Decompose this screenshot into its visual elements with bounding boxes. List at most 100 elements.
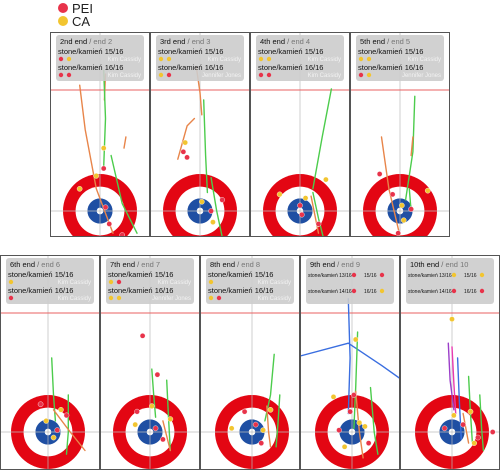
end-title: 3rd end / end 3 bbox=[160, 37, 210, 46]
stone bbox=[330, 394, 337, 400]
shot-stone-marker bbox=[8, 279, 14, 285]
stone bbox=[184, 154, 190, 161]
shot-stone-marker bbox=[451, 288, 457, 294]
shot-label: stone/kamień 13/16 bbox=[308, 273, 352, 279]
stone bbox=[132, 421, 138, 428]
stone bbox=[451, 412, 457, 419]
stone-path bbox=[355, 390, 364, 459]
end-label-box bbox=[106, 258, 194, 304]
shot-stone-marker bbox=[358, 72, 364, 78]
stone bbox=[154, 371, 161, 378]
shot-stone-marker bbox=[116, 295, 122, 301]
end-title-sep: / bbox=[87, 37, 93, 46]
shot-stone-marker bbox=[266, 72, 272, 78]
stone bbox=[76, 185, 83, 192]
shot-label: stone/kamień 15/16 bbox=[258, 47, 323, 56]
stone bbox=[315, 221, 322, 227]
end-title-pl: end 10 bbox=[445, 260, 468, 269]
stone bbox=[489, 429, 496, 435]
stone bbox=[100, 165, 107, 172]
shot-stone-marker bbox=[358, 56, 364, 62]
shot-stone-marker bbox=[266, 56, 272, 62]
shot-stone-marker bbox=[116, 279, 122, 285]
end-title-sep: / bbox=[335, 260, 341, 269]
shot-stone-marker bbox=[479, 272, 485, 278]
shot-label: stone/kamień 15/16 bbox=[58, 47, 123, 56]
end-label-box bbox=[156, 35, 244, 81]
shot-label: stone/kamień 16/16 bbox=[158, 63, 223, 72]
stone bbox=[210, 219, 216, 225]
stone-path bbox=[353, 331, 359, 429]
end-title-en: 2nd end bbox=[60, 37, 87, 46]
stone bbox=[258, 440, 265, 446]
shot-player: Jennifer Jones bbox=[402, 73, 441, 79]
stone bbox=[475, 434, 481, 441]
shot-player: Kim Cassidy bbox=[208, 57, 241, 63]
end-title-pl: end 8 bbox=[241, 260, 260, 269]
stone-path bbox=[162, 420, 172, 452]
legend-label-pei: PEI bbox=[72, 1, 93, 16]
stone bbox=[347, 408, 353, 415]
shot-stone-marker bbox=[216, 295, 222, 301]
panel-content bbox=[0, 255, 100, 470]
shot-label: stone/kamień 16/16 bbox=[8, 286, 73, 295]
shot-label: stone/kamień 15/16 bbox=[158, 47, 223, 56]
stone bbox=[449, 316, 455, 322]
stone bbox=[182, 139, 188, 146]
stone bbox=[160, 436, 166, 443]
stone-path bbox=[65, 394, 70, 455]
shot-label: stone/kamień 16/16 bbox=[358, 63, 423, 72]
stone-path bbox=[347, 342, 400, 380]
end-title-sep: / bbox=[35, 260, 41, 269]
shot-label: stone/kamień 13/16 bbox=[408, 273, 452, 279]
panel-content bbox=[250, 32, 350, 237]
stone-path bbox=[52, 409, 86, 452]
stone bbox=[352, 336, 359, 343]
shot-stone-marker bbox=[258, 72, 264, 78]
stone bbox=[199, 198, 205, 205]
end-label-box bbox=[56, 35, 144, 81]
panel-border bbox=[50, 32, 150, 237]
stone bbox=[399, 202, 405, 209]
end-title-sep: / bbox=[235, 260, 241, 269]
panel-border bbox=[350, 32, 450, 237]
stone-path bbox=[110, 154, 138, 234]
stone bbox=[362, 423, 368, 430]
stone bbox=[219, 197, 225, 203]
shot-stone-marker bbox=[208, 279, 214, 285]
shot-stone-marker bbox=[351, 288, 357, 294]
shot-player: Jennifer Jones bbox=[152, 296, 191, 302]
stone-path bbox=[347, 298, 351, 415]
stone-path bbox=[78, 84, 114, 234]
shot-label-2: 16/16 bbox=[364, 289, 377, 295]
stone bbox=[441, 425, 448, 432]
stone-path bbox=[151, 368, 157, 418]
panel-border bbox=[150, 32, 250, 237]
stone bbox=[408, 206, 414, 212]
stone bbox=[297, 202, 303, 209]
shot-stone-marker bbox=[258, 56, 264, 62]
stone bbox=[50, 434, 57, 441]
panel-content bbox=[350, 32, 450, 237]
shot-label-2: 15/16 bbox=[364, 273, 377, 279]
shot-player: Kim Cassidy bbox=[258, 296, 291, 302]
panel-content bbox=[200, 255, 300, 470]
stone bbox=[302, 195, 309, 201]
stone bbox=[260, 427, 266, 433]
end-title-pl: end 9 bbox=[341, 260, 360, 269]
stone bbox=[299, 211, 305, 218]
end-title: 10th end / end 10 bbox=[410, 260, 468, 269]
stone bbox=[93, 173, 100, 179]
end-label-box bbox=[206, 258, 294, 304]
stone bbox=[267, 406, 274, 413]
stone bbox=[471, 440, 478, 446]
shot-label: stone/kamień 14/16 bbox=[408, 289, 452, 295]
end-title-pl: end 5 bbox=[391, 37, 410, 46]
stone bbox=[58, 406, 64, 413]
stone-path bbox=[210, 176, 223, 237]
shot-stone-marker bbox=[108, 279, 114, 285]
end-title-en: 9th end bbox=[310, 260, 335, 269]
legend: PEI CA bbox=[58, 1, 93, 29]
